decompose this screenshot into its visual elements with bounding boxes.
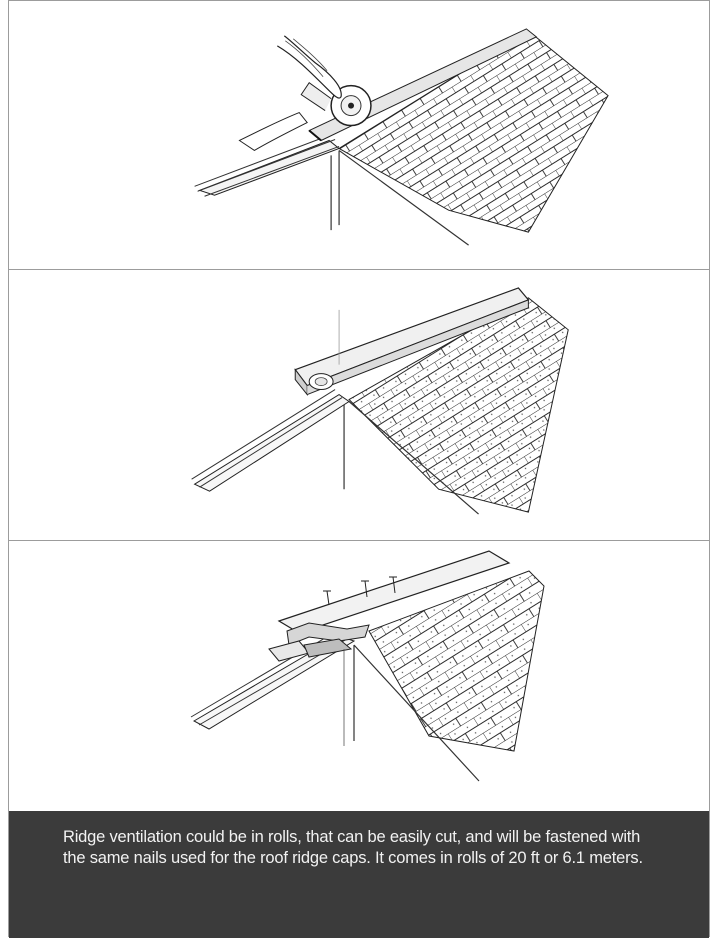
ridge-cap-nailing-icon <box>9 541 709 811</box>
illustration-panel-vent-roll <box>9 270 709 541</box>
illustration-panel-ridge-cap <box>9 541 709 811</box>
illustration-sheet: Ridge ventilation could be in rolls, tha… <box>8 0 710 937</box>
roof-ridge-cutting-icon <box>9 1 709 269</box>
caption-box: Ridge ventilation could be in rolls, tha… <box>9 811 709 938</box>
caption-text: Ridge ventilation could be in rolls, tha… <box>63 827 649 869</box>
illustration-panel-cutting <box>9 1 709 270</box>
ridge-vent-roll-icon <box>9 270 709 540</box>
